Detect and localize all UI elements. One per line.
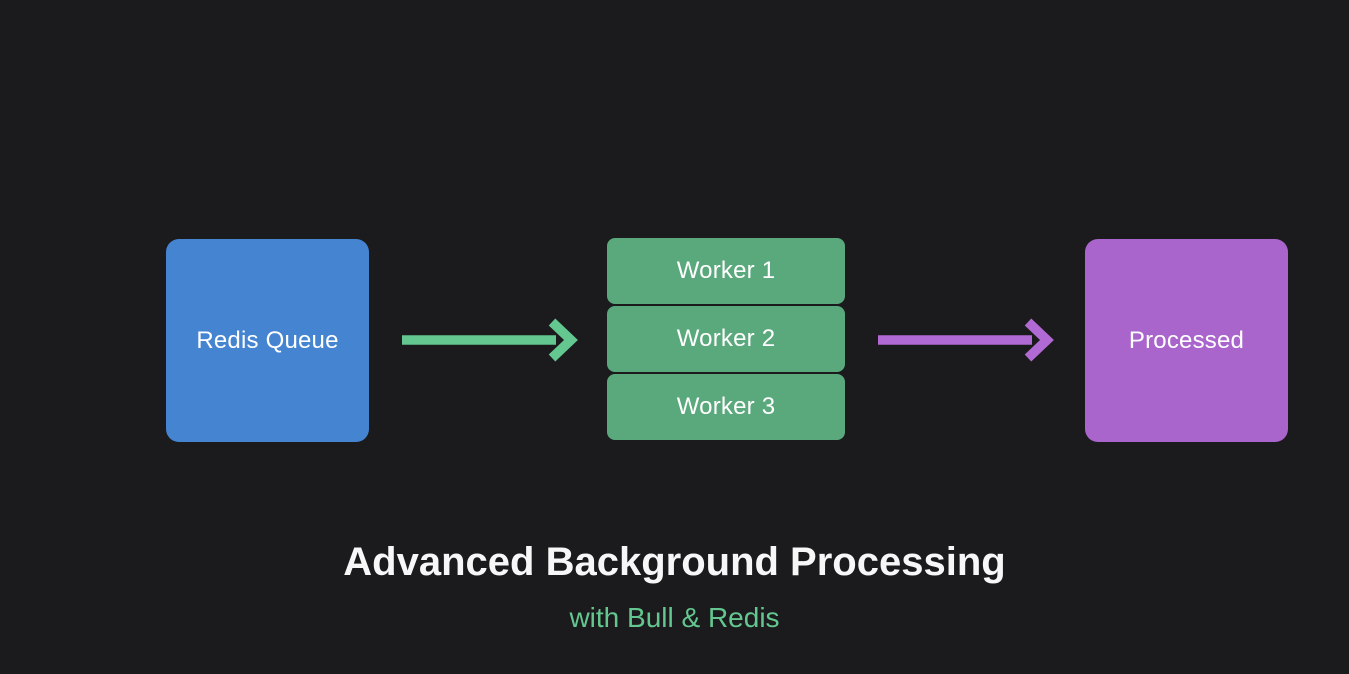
arrow-queue-to-workers-icon: [402, 318, 578, 362]
node-worker-2-label: Worker 2: [676, 325, 776, 352]
node-worker-1: Worker 1: [607, 238, 845, 304]
node-redis-queue-label: Redis Queue: [196, 326, 339, 354]
node-worker-1-label: Worker 1: [676, 257, 776, 284]
node-worker-2: Worker 2: [607, 306, 845, 372]
node-processed-label: Processed: [1128, 326, 1245, 354]
diagram-title: Advanced Background Processing: [343, 540, 1006, 584]
node-worker-3-label: Worker 3: [676, 393, 776, 420]
node-worker-3: Worker 3: [607, 374, 845, 440]
node-redis-queue: Redis Queue: [166, 239, 369, 442]
node-processed: Processed: [1085, 239, 1288, 442]
arrow-workers-to-processed-icon: [878, 318, 1054, 362]
diagram-subtitle: with Bull & Redis: [569, 602, 780, 633]
worker-group: Worker 1 Worker 2 Worker 3: [607, 238, 845, 440]
